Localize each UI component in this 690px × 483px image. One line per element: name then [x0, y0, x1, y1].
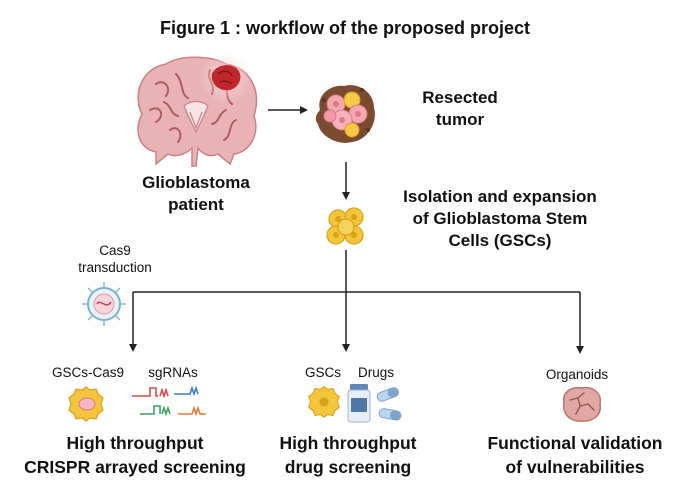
gsc-cluster-icon [326, 207, 364, 245]
gscs-label: GSCs [304, 365, 341, 380]
drug-title-line2: drug screening [284, 457, 412, 477]
drugs-label: Drugs [357, 365, 394, 380]
resected-tumor-line1: Resected [422, 88, 498, 107]
crispr-screening-title: High throughput CRISPR arrayed screening [10, 431, 260, 479]
organoids-label: Organoids [545, 367, 609, 382]
cas9-label: Cas9 transduction [60, 242, 170, 276]
gscs-cas9-label: GSCs-Cas9 [51, 365, 124, 380]
crispr-title-line1: High throughput [66, 433, 204, 453]
resected-tumor-label: Resected tumor [400, 87, 520, 131]
validation-title-line1: Functional validation [487, 433, 663, 453]
functional-validation-title: Functional validation of vulnerabilities [470, 431, 680, 479]
resected-tumor-icon [315, 85, 375, 143]
drug-title-line1: High throughput [279, 433, 417, 453]
brain-icon [137, 54, 258, 167]
gsc-isolation-line3: Cells (GSCs) [448, 231, 552, 250]
lentivirus-icon [82, 282, 126, 326]
patient-label: Glioblastoma patient [126, 172, 266, 216]
validation-title-line2: of vulnerabilities [505, 457, 645, 477]
cas9-label-line1: Cas9 [99, 243, 131, 258]
gsc-cas9-cell-icon [68, 386, 104, 422]
patient-label-line1: Glioblastoma [142, 173, 250, 192]
figure-title: Figure 1 : workflow of the proposed proj… [159, 18, 531, 38]
drugs-icon [347, 384, 402, 423]
organoid-icon [562, 386, 602, 422]
patient-label-line2: patient [168, 195, 224, 214]
sgrnas-label: sgRNAs [148, 365, 198, 380]
sgrna-icon [132, 385, 206, 417]
cas9-label-line2: transduction [78, 260, 152, 275]
gsc-isolation-line1: Isolation and expansion [403, 187, 597, 206]
gsc-cell-icon [308, 386, 340, 418]
drug-screening-title: High throughput drug screening [268, 431, 428, 479]
gsc-isolation-label: Isolation and expansion of Glioblastoma … [380, 186, 620, 252]
crispr-title-line2: CRISPR arrayed screening [24, 457, 246, 477]
resected-tumor-line2: tumor [435, 110, 485, 129]
gsc-isolation-line2: of Glioblastoma Stem [412, 209, 588, 228]
